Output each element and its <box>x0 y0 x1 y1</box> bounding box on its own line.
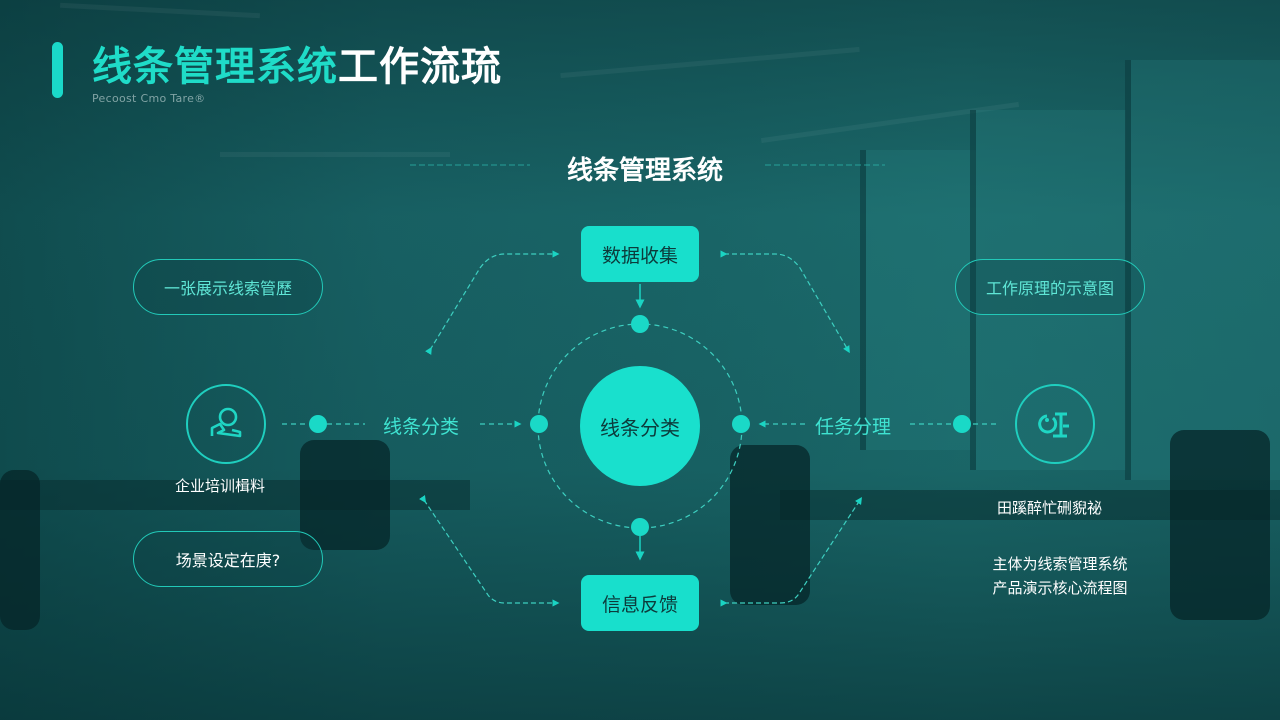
orbit-dot-bottom <box>631 518 649 536</box>
right-icon-circle <box>1015 384 1095 464</box>
node-data-collection[interactable]: 数据收集 <box>581 226 699 282</box>
desk <box>0 480 470 510</box>
ceiling-lights <box>0 0 1280 240</box>
left-icon-circle <box>186 384 266 464</box>
office-chair <box>300 440 390 550</box>
title-accent-bar <box>52 42 63 98</box>
page-subtitle: Pecoost Cmo Tare® <box>92 92 206 105</box>
title-accent-text: 线条管理系统 <box>92 44 338 90</box>
left-bottom-pill[interactable]: 场景设定在庚? <box>133 531 323 587</box>
left-caption: 企业培训楫料 <box>175 477 266 495</box>
node-line-classification[interactable]: 线条分类 <box>580 366 700 486</box>
left-top-pill[interactable]: 一张展示线索管歷 <box>133 259 323 315</box>
left-stage-label: 线条分类 <box>383 416 460 438</box>
description-line-1: 主体为线索管理系统 <box>992 555 1128 573</box>
curve-top-left <box>425 250 560 355</box>
curve-top-right <box>720 250 850 354</box>
title-rest-text: 工作流琉 <box>338 44 502 90</box>
person-writing-icon <box>210 407 242 438</box>
office-chair <box>1170 430 1270 620</box>
right-top-pill[interactable]: 工作原理的示意图 <box>955 259 1145 315</box>
window-panel <box>860 150 976 450</box>
right-connector-dot <box>953 415 971 433</box>
office-chair <box>0 470 40 630</box>
orbit-dot-left <box>530 415 548 433</box>
right-stage-label: 任务分理 <box>815 416 892 438</box>
right-description: 主体为线索管理系统 产品演示核心流程图 <box>975 552 1145 600</box>
system-title: 线条管理系统 <box>566 156 723 186</box>
description-line-2: 产品演示核心流程图 <box>992 579 1128 597</box>
right-caption: 田蹊醉忙硎貎祕 <box>997 499 1103 517</box>
node-info-feedback[interactable]: 信息反馈 <box>581 575 699 631</box>
tool-glyph-icon <box>1038 412 1069 438</box>
curve-bottom-left <box>419 495 560 607</box>
curve-bottom-right <box>720 496 862 607</box>
orbit-dot-top <box>631 315 649 333</box>
page-title: 线条管理系统工作流琉 <box>92 34 502 92</box>
left-connector-dot <box>309 415 327 433</box>
orbit-dot-right <box>732 415 750 433</box>
